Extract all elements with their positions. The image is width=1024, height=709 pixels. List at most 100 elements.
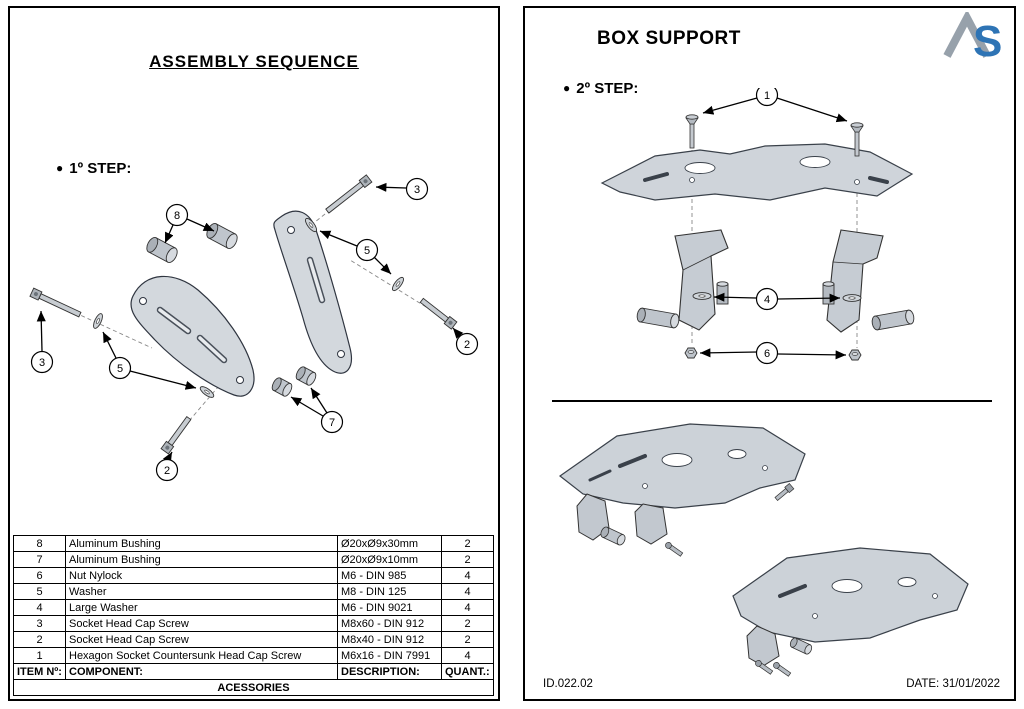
table-row: 2 Socket Head Cap Screw M8x40 - DIN 912 … <box>13 631 494 648</box>
page-title: ASSEMBLY SEQUENCE <box>149 52 359 71</box>
callout-4: 4 <box>755 287 779 311</box>
table-row: 3 Socket Head Cap Screw M8x60 - DIN 912 … <box>13 615 494 632</box>
cell-component: Hexagon Socket Countersunk Head Cap Scre… <box>65 647 338 664</box>
logo-s-letter: S <box>973 17 1002 60</box>
callout-3-left: 3 <box>30 350 54 374</box>
cell-qty: 2 <box>441 615 494 632</box>
axis-lines <box>42 187 445 443</box>
cell-qty: 4 <box>441 567 494 584</box>
cell-item: 2 <box>13 631 66 648</box>
table-row: 5 Washer M8 - DIN 125 4 <box>13 583 494 600</box>
section-divider <box>552 400 992 402</box>
cell-description: M6 - DIN 9021 <box>337 599 442 616</box>
step2-label: ●2º STEP: <box>563 80 639 97</box>
large-washer-left <box>692 292 712 300</box>
screw-m8x40-right <box>419 297 458 330</box>
table-row: 1 Hexagon Socket Countersunk Head Cap Sc… <box>13 647 494 664</box>
washer-c <box>305 217 317 233</box>
cell-item: 6 <box>13 567 66 584</box>
large-washer-right <box>842 294 862 302</box>
countersunk-screw-right <box>850 122 864 157</box>
cell-component: Large Washer <box>65 599 338 616</box>
assembled-views-diagram <box>558 423 969 677</box>
bullet-icon: ● <box>56 161 64 175</box>
cell-item: 5 <box>13 583 66 600</box>
countersunk-screw-left <box>685 114 699 149</box>
washer-b <box>199 386 215 398</box>
cell-description: Ø20xØ9x30mm <box>337 535 442 552</box>
cell-description: M8x60 - DIN 912 <box>337 615 442 632</box>
leader-arrows <box>36 182 464 464</box>
top-plate <box>600 143 914 201</box>
svg-text:7: 7 <box>329 417 335 429</box>
box-support-panel: BOX SUPPORT S ●2º STEP: <box>523 6 1016 701</box>
cell-item: 7 <box>13 551 66 568</box>
cell-description: M8 - DIN 125 <box>337 583 442 600</box>
assembly-sequence-panel: ASSEMBLY SEQUENCE ●1º STEP: <box>8 6 500 701</box>
svg-text:3: 3 <box>414 184 420 196</box>
cell-component: Washer <box>65 583 338 600</box>
svg-text:3: 3 <box>39 357 45 369</box>
cell-description: M6 - DIN 985 <box>337 567 442 584</box>
nylock-nut-left <box>684 347 698 359</box>
step1-label: ●1º STEP: <box>56 160 132 177</box>
nylock-nut-right <box>848 349 862 361</box>
callout-5-right: 5 <box>355 238 379 262</box>
header-description: DESCRIPTION: <box>337 663 442 680</box>
svg-text:2: 2 <box>464 339 470 351</box>
cell-component: Nut Nylock <box>65 567 338 584</box>
table-row: 4 Large Washer M6 - DIN 9021 4 <box>13 599 494 616</box>
svg-text:6: 6 <box>764 348 770 360</box>
callout-2-right: 2 <box>455 332 479 356</box>
bushing-30mm-a <box>146 237 178 263</box>
screw-m8x60-top <box>325 174 373 214</box>
cell-qty: 4 <box>441 583 494 600</box>
svg-text:5: 5 <box>117 363 123 375</box>
bushing-30mm-b <box>206 223 238 249</box>
cell-description: M6x16 - DIN 7991 <box>337 647 442 664</box>
document-date: DATE: 31/01/2022 <box>906 678 1000 690</box>
screw-m8x60-left <box>29 287 82 318</box>
table-row: 8 Aluminum Bushing Ø20xØ9x30mm 2 <box>13 535 494 552</box>
table-header-row: ITEM Nº: COMPONENT: DESCRIPTION: QUANT.: <box>13 663 494 680</box>
header-item: ITEM Nº: <box>13 663 66 680</box>
page-title: BOX SUPPORT <box>597 28 741 49</box>
parts-table: 8 Aluminum Bushing Ø20xØ9x30mm 2 7 Alumi… <box>13 535 494 696</box>
callout-6: 6 <box>755 341 779 365</box>
cell-qty: 2 <box>441 631 494 648</box>
bushing-10mm-a <box>271 377 293 397</box>
callout-5-left: 5 <box>108 356 132 380</box>
callout-2-bottom: 2 <box>155 458 179 482</box>
header-qty: QUANT.: <box>441 663 494 680</box>
cell-item: 4 <box>13 599 66 616</box>
cell-qty: 4 <box>441 599 494 616</box>
exploded-diagram-step2: 1 4 6 <box>600 88 915 365</box>
bushing-10mm-b <box>295 366 317 386</box>
cell-description: Ø20xØ9x10mm <box>337 551 442 568</box>
document-id: ID.022.02 <box>543 678 593 690</box>
svg-text:5: 5 <box>364 245 370 257</box>
cell-component: Aluminum Bushing <box>65 535 338 552</box>
svg-text:1: 1 <box>764 90 770 102</box>
assembled-view-bottom <box>732 547 969 677</box>
washer-d <box>392 276 404 292</box>
cell-item: 8 <box>13 535 66 552</box>
svg-text:8: 8 <box>174 210 180 222</box>
cell-qty: 4 <box>441 647 494 664</box>
cell-item: 1 <box>13 647 66 664</box>
callout-3-top: 3 <box>405 177 429 201</box>
leader-arrows <box>699 97 848 360</box>
category-label: ACESSORIES <box>13 679 494 696</box>
screw-m8x40-bottom <box>160 416 192 455</box>
callout-7: 7 <box>320 410 344 434</box>
svg-text:2: 2 <box>164 465 170 477</box>
side-bracket-right <box>273 210 352 374</box>
svg-text:4: 4 <box>764 294 770 306</box>
as-logo: S <box>943 12 1002 60</box>
support-bracket-right <box>822 229 915 333</box>
callout-8: 8 <box>165 203 189 227</box>
washer-a <box>93 313 103 329</box>
cell-qty: 2 <box>441 551 494 568</box>
table-category-row: ACESSORIES <box>13 679 494 696</box>
cell-qty: 2 <box>441 535 494 552</box>
